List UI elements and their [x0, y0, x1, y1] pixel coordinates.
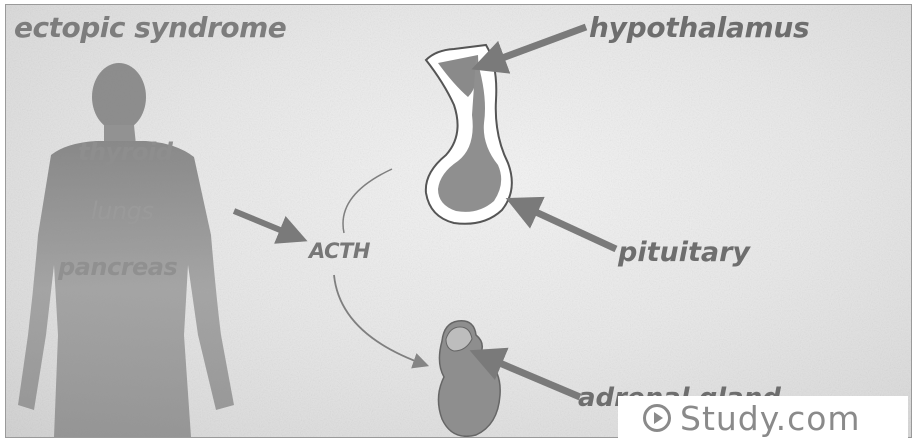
watermark-brand: Study.com — [680, 399, 861, 438]
diagram-frame: ectopic syndrome hypothalamus pituitary … — [5, 4, 912, 438]
play-circle-icon — [642, 403, 672, 433]
pituitary-gland-illustration — [426, 45, 512, 224]
pancreas-label: pancreas — [58, 253, 177, 281]
study-com-watermark: Study.com — [618, 396, 908, 440]
human-body-silhouette — [18, 63, 234, 437]
acth-label: ACTH — [309, 239, 370, 263]
acth-curve-upper — [343, 169, 392, 233]
hypothalamus-label: hypothalamus — [589, 11, 809, 44]
diagram-title: ectopic syndrome — [14, 11, 286, 44]
pituitary-label: pituitary — [618, 237, 750, 268]
hypothalamus-arrow — [478, 27, 586, 67]
adrenal-gland-illustration — [438, 321, 500, 437]
ectopic-source-arrow — [234, 211, 302, 239]
acth-curve-lower — [334, 275, 426, 365]
thyroid-label: thyroid — [78, 138, 172, 166]
lungs-label: lungs — [91, 197, 153, 225]
pituitary-arrow — [512, 201, 616, 249]
